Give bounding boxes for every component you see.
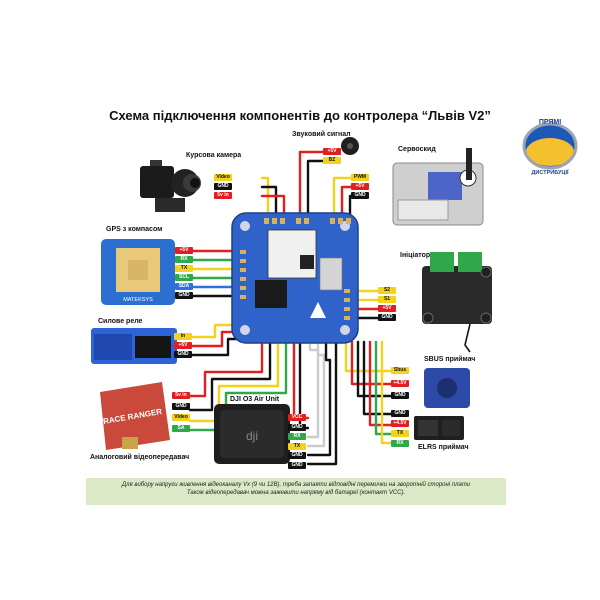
dji-pin-tag: TX bbox=[288, 442, 306, 450]
wire-dji-tx bbox=[306, 340, 326, 448]
wire-elrs-5v bbox=[368, 340, 393, 427]
elrs-pin-tag: RX bbox=[391, 440, 409, 447]
sbus-pin-tag: GND bbox=[391, 392, 409, 399]
vtx-image: RACE RANGER bbox=[100, 382, 170, 450]
vtx-pin-tag: Video bbox=[172, 414, 190, 421]
initiator-pin-tag: GND bbox=[378, 314, 396, 321]
relay-caption: Силове реле bbox=[98, 318, 143, 325]
wire-sbus-gnd bbox=[356, 340, 393, 398]
camera-pin-tag: 5v in bbox=[214, 192, 232, 199]
dji-pin-tag: GND bbox=[288, 423, 306, 431]
footnote-line1: Для вибору напруги живлення відеоканалу … bbox=[121, 482, 471, 488]
elrs-pin-tag: +4.5V bbox=[391, 420, 409, 427]
gps-pin-tag: RX bbox=[175, 256, 193, 263]
gps-pin-tag: SCL bbox=[175, 274, 193, 281]
wire-elrs-gnd bbox=[362, 340, 393, 416]
wire-elrs-tx bbox=[374, 340, 393, 436]
dji-pin-tag: GND bbox=[288, 452, 306, 459]
wire-camera-5v bbox=[260, 194, 286, 217]
dji-pin-tag: GND bbox=[288, 461, 306, 469]
buzzer-image bbox=[341, 137, 359, 155]
gps-label: MATEKSYS bbox=[123, 297, 153, 303]
elrs-image bbox=[414, 416, 464, 440]
sbus-image bbox=[424, 368, 470, 408]
elrs-pin-tag: TX bbox=[391, 430, 409, 437]
wire-buzzer-5v bbox=[298, 150, 325, 217]
vtx-pin-tag: SA bbox=[172, 425, 190, 432]
elrs-caption: ELRS приймач bbox=[418, 444, 469, 451]
wire-dji-rx bbox=[306, 340, 320, 439]
wire-camera-gnd bbox=[260, 185, 278, 217]
vtx-caption: Аналоговий відеопередавач bbox=[90, 454, 190, 461]
gps-pin-tag: GND bbox=[175, 292, 193, 299]
wire-dji-gnd2 bbox=[306, 340, 332, 457]
servo-pin-tag: PWM bbox=[351, 174, 369, 181]
wire-dji-gnd3 bbox=[306, 340, 338, 466]
servo-pin-tag: GND bbox=[351, 192, 369, 199]
relay-pin-tag: GND bbox=[174, 351, 192, 358]
dji-caption: DJI O3 Air Unit bbox=[230, 396, 280, 403]
footnote-line2: Також відеопередавач можна зажевити напр… bbox=[186, 490, 406, 496]
wire-elrs-rx bbox=[380, 340, 393, 445]
logo-image: ПРЯМІ ДИСТРИБУЦІЇ bbox=[522, 119, 578, 176]
wire-vtx-video bbox=[188, 340, 280, 423]
logo-bottom: ДИСТРИБУЦІЇ bbox=[532, 169, 569, 176]
wire-servo-pwm bbox=[332, 176, 353, 217]
wire-sbus-5v bbox=[350, 340, 393, 386]
camera-caption: Курсова камера bbox=[186, 152, 242, 159]
buzzer-pin-tag: BZ bbox=[323, 157, 341, 164]
gps-pin-tag: TX bbox=[175, 265, 193, 272]
relay-pin-tag: +5V bbox=[174, 342, 192, 349]
gps-caption: GPS з компасом bbox=[106, 226, 163, 233]
servo-pin-tag: +5V bbox=[351, 183, 369, 190]
svg-text:dji: dji bbox=[246, 429, 258, 443]
wire-camera-video bbox=[260, 176, 270, 217]
page-title: Схема підключення компонентів до контрол… bbox=[109, 108, 491, 123]
initiator-pin-tag: S2 bbox=[378, 287, 396, 294]
initiator-pin-tag: S1 bbox=[378, 296, 396, 303]
sbus-pin-tag: Sbus bbox=[391, 367, 409, 374]
gps-image: MATEKSYS bbox=[101, 239, 175, 305]
logo-top: ПРЯМІ bbox=[539, 119, 561, 126]
relay-pin-tag: In bbox=[174, 333, 192, 340]
wire-buzzer-bz bbox=[306, 159, 325, 217]
camera-pin-tag: Video bbox=[214, 174, 232, 181]
relay-image bbox=[91, 328, 177, 364]
sbus-pin-tag: +4.5V bbox=[391, 379, 409, 387]
initiator-image bbox=[422, 252, 492, 353]
servo-caption: Сервоскид bbox=[398, 146, 436, 153]
dji-pin-tag: VCC bbox=[288, 414, 306, 421]
initiator-caption: Ініціатор bbox=[400, 252, 431, 259]
vtx-pin-tag: 5v in bbox=[172, 392, 190, 399]
dji-image: dji bbox=[214, 404, 290, 464]
buzzer-caption: Звуковий сигнал bbox=[292, 131, 351, 138]
elrs-pin-tag: GND bbox=[391, 410, 409, 417]
initiator-pin-tag: +5V bbox=[378, 305, 396, 312]
dji-pin-tag: RX bbox=[288, 433, 306, 440]
wire-relay-in bbox=[188, 323, 247, 339]
gps-pin-tag: SDA bbox=[175, 283, 193, 290]
footnote: Для вибору напруги живлення відеоканалу … bbox=[86, 478, 506, 505]
wire-servo-gnd bbox=[348, 194, 353, 217]
servo-image bbox=[392, 148, 484, 226]
wire-servo-5v bbox=[340, 185, 353, 217]
vtx-pin-tag: GND bbox=[172, 403, 190, 410]
wire-vtx-5v bbox=[188, 340, 264, 398]
camera-pin-tag: GND bbox=[214, 183, 232, 190]
camera-image bbox=[140, 160, 201, 212]
gps-pin-tag: +5V bbox=[175, 247, 193, 254]
sbus-caption: SBUS приймач bbox=[424, 356, 476, 363]
flight-controller bbox=[231, 212, 359, 344]
wire-vtx-gnd bbox=[188, 340, 272, 412]
buzzer-pin-tag: +5V bbox=[323, 148, 341, 155]
